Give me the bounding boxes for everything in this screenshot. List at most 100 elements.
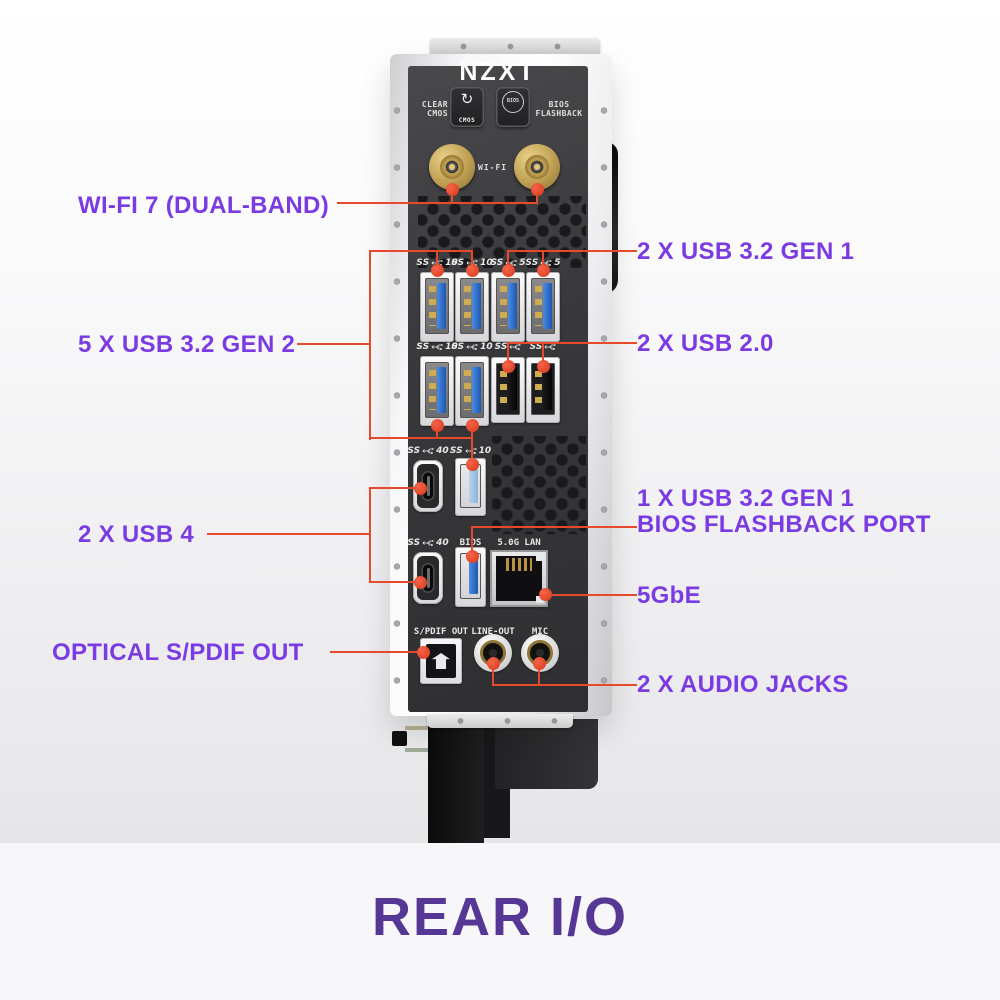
- shield-bottom-tab: [427, 714, 573, 728]
- clear-cmos-label: CLEAR CMOS: [421, 100, 448, 118]
- usb-3-2-gen1-port: [491, 272, 525, 342]
- callout-label-usb20: 2 X USB 2.0: [637, 330, 774, 357]
- clear-cmos-button: ↻ CMOS: [450, 87, 484, 127]
- usb-3-2-gen2-port: [420, 272, 454, 342]
- callout-line: [369, 487, 421, 489]
- callout-dot: [501, 263, 515, 277]
- callout-label-usb32gen1: 2 X USB 3.2 GEN 1: [637, 238, 855, 265]
- wifi-antenna-connector: [429, 144, 475, 190]
- callout-line: [542, 252, 544, 270]
- callout-dot: [536, 263, 550, 277]
- callout-label-wifi: WI-FI 7 (DUAL-BAND): [78, 192, 329, 219]
- callout-dot: [430, 263, 444, 277]
- shield-top-tab: [430, 38, 600, 55]
- pcb-edge: [405, 726, 429, 843]
- callout-line: [337, 202, 537, 204]
- callout-line: [507, 252, 509, 270]
- usb4-type-c-port: [413, 460, 443, 512]
- callout-line: [369, 437, 473, 439]
- callout-dot: [538, 587, 552, 601]
- vent-holes: [492, 436, 586, 534]
- usb-trident-icon: [544, 344, 556, 350]
- callout-line: [507, 250, 637, 252]
- port-print-label: S/PDIF OUT: [413, 627, 469, 637]
- callout-dot: [445, 182, 459, 196]
- callout-line: [492, 662, 494, 686]
- heatsink-column: [428, 726, 484, 843]
- callout-line: [542, 344, 544, 366]
- callout-line: [369, 487, 371, 583]
- screw-row-icon: [392, 66, 402, 704]
- callout-line: [369, 250, 371, 440]
- callout-line: [492, 684, 637, 686]
- vent-holes: [418, 196, 586, 268]
- bios-flashback-print: BIOS FLASHBACK: [535, 100, 583, 118]
- screw-row-icon: [599, 66, 609, 704]
- nzxt-logo: NZXT: [459, 58, 537, 86]
- callout-line: [471, 527, 473, 557]
- usb-3-2-gen2-port: [455, 356, 489, 426]
- callout-line: [507, 344, 509, 366]
- callout-label-spdif: OPTICAL S/PDIF OUT: [52, 639, 304, 666]
- usb-trident-icon: [422, 448, 434, 454]
- usb-trident-icon: [509, 344, 521, 350]
- callout-dot: [465, 263, 479, 277]
- callout-label-audio: 2 X AUDIO JACKS: [637, 671, 849, 698]
- callout-dot: [465, 549, 479, 563]
- mic-jack: [521, 634, 559, 672]
- usb-3-2-gen2-port: [420, 356, 454, 426]
- 5g-lan-port: [490, 550, 548, 607]
- callout-label-bios-flashback: 1 X USB 3.2 GEN 1 BIOS FLASHBACK PORT: [637, 485, 931, 538]
- port-print-label: MIC: [531, 627, 549, 637]
- callout-line: [330, 651, 423, 653]
- callout-line: [471, 526, 637, 528]
- optical-spdif-port: [420, 638, 462, 684]
- usb-trident-icon: [505, 260, 517, 266]
- callout-dot: [532, 656, 546, 670]
- usb-trident-icon: [540, 260, 552, 266]
- callout-line: [369, 581, 421, 583]
- callout-label-usb4: 2 X USB 4: [78, 521, 195, 548]
- m2-heatsink-slab: [495, 719, 598, 789]
- callout-dot: [430, 418, 444, 432]
- bios-flashback-icon: BIOS: [502, 91, 524, 113]
- cmos-reset-icon: ↻: [460, 91, 474, 108]
- callout-dot: [536, 359, 550, 373]
- port-print-label: LINE-OUT: [471, 627, 515, 637]
- callout-line: [471, 252, 473, 270]
- wifi-antenna-connector: [514, 144, 560, 190]
- callout-dot: [486, 656, 500, 670]
- callout-dot: [465, 457, 479, 471]
- callout-line: [451, 188, 453, 204]
- port-print-label: 5.0G LAN: [497, 538, 541, 548]
- usb-trident-icon: [422, 540, 434, 546]
- callout-dot: [413, 481, 427, 495]
- port-print-label: SS: [486, 342, 530, 352]
- callout-dot: [530, 182, 544, 196]
- callout-line: [436, 252, 438, 270]
- callout-line: [207, 533, 370, 535]
- usb-trident-icon: [464, 448, 477, 454]
- pcb-component: [392, 731, 407, 746]
- callout-line: [297, 343, 370, 345]
- callout-dot: [465, 418, 479, 432]
- usb-3-2-gen1-port: [526, 272, 560, 342]
- usb-trident-icon: [431, 344, 443, 350]
- callout-line: [536, 188, 538, 204]
- callout-line: [538, 662, 540, 686]
- usb-trident-icon: [466, 344, 478, 350]
- callout-dot: [416, 645, 430, 659]
- callout-line: [507, 342, 637, 344]
- callout-dot: [501, 359, 515, 373]
- callout-label-usb32gen2: 5 X USB 3.2 GEN 2: [78, 331, 296, 358]
- usb-2-0-port: [491, 357, 525, 423]
- page-title: REAR I/O: [371, 887, 629, 947]
- callout-dot: [413, 575, 427, 589]
- callout-line: [436, 424, 438, 439]
